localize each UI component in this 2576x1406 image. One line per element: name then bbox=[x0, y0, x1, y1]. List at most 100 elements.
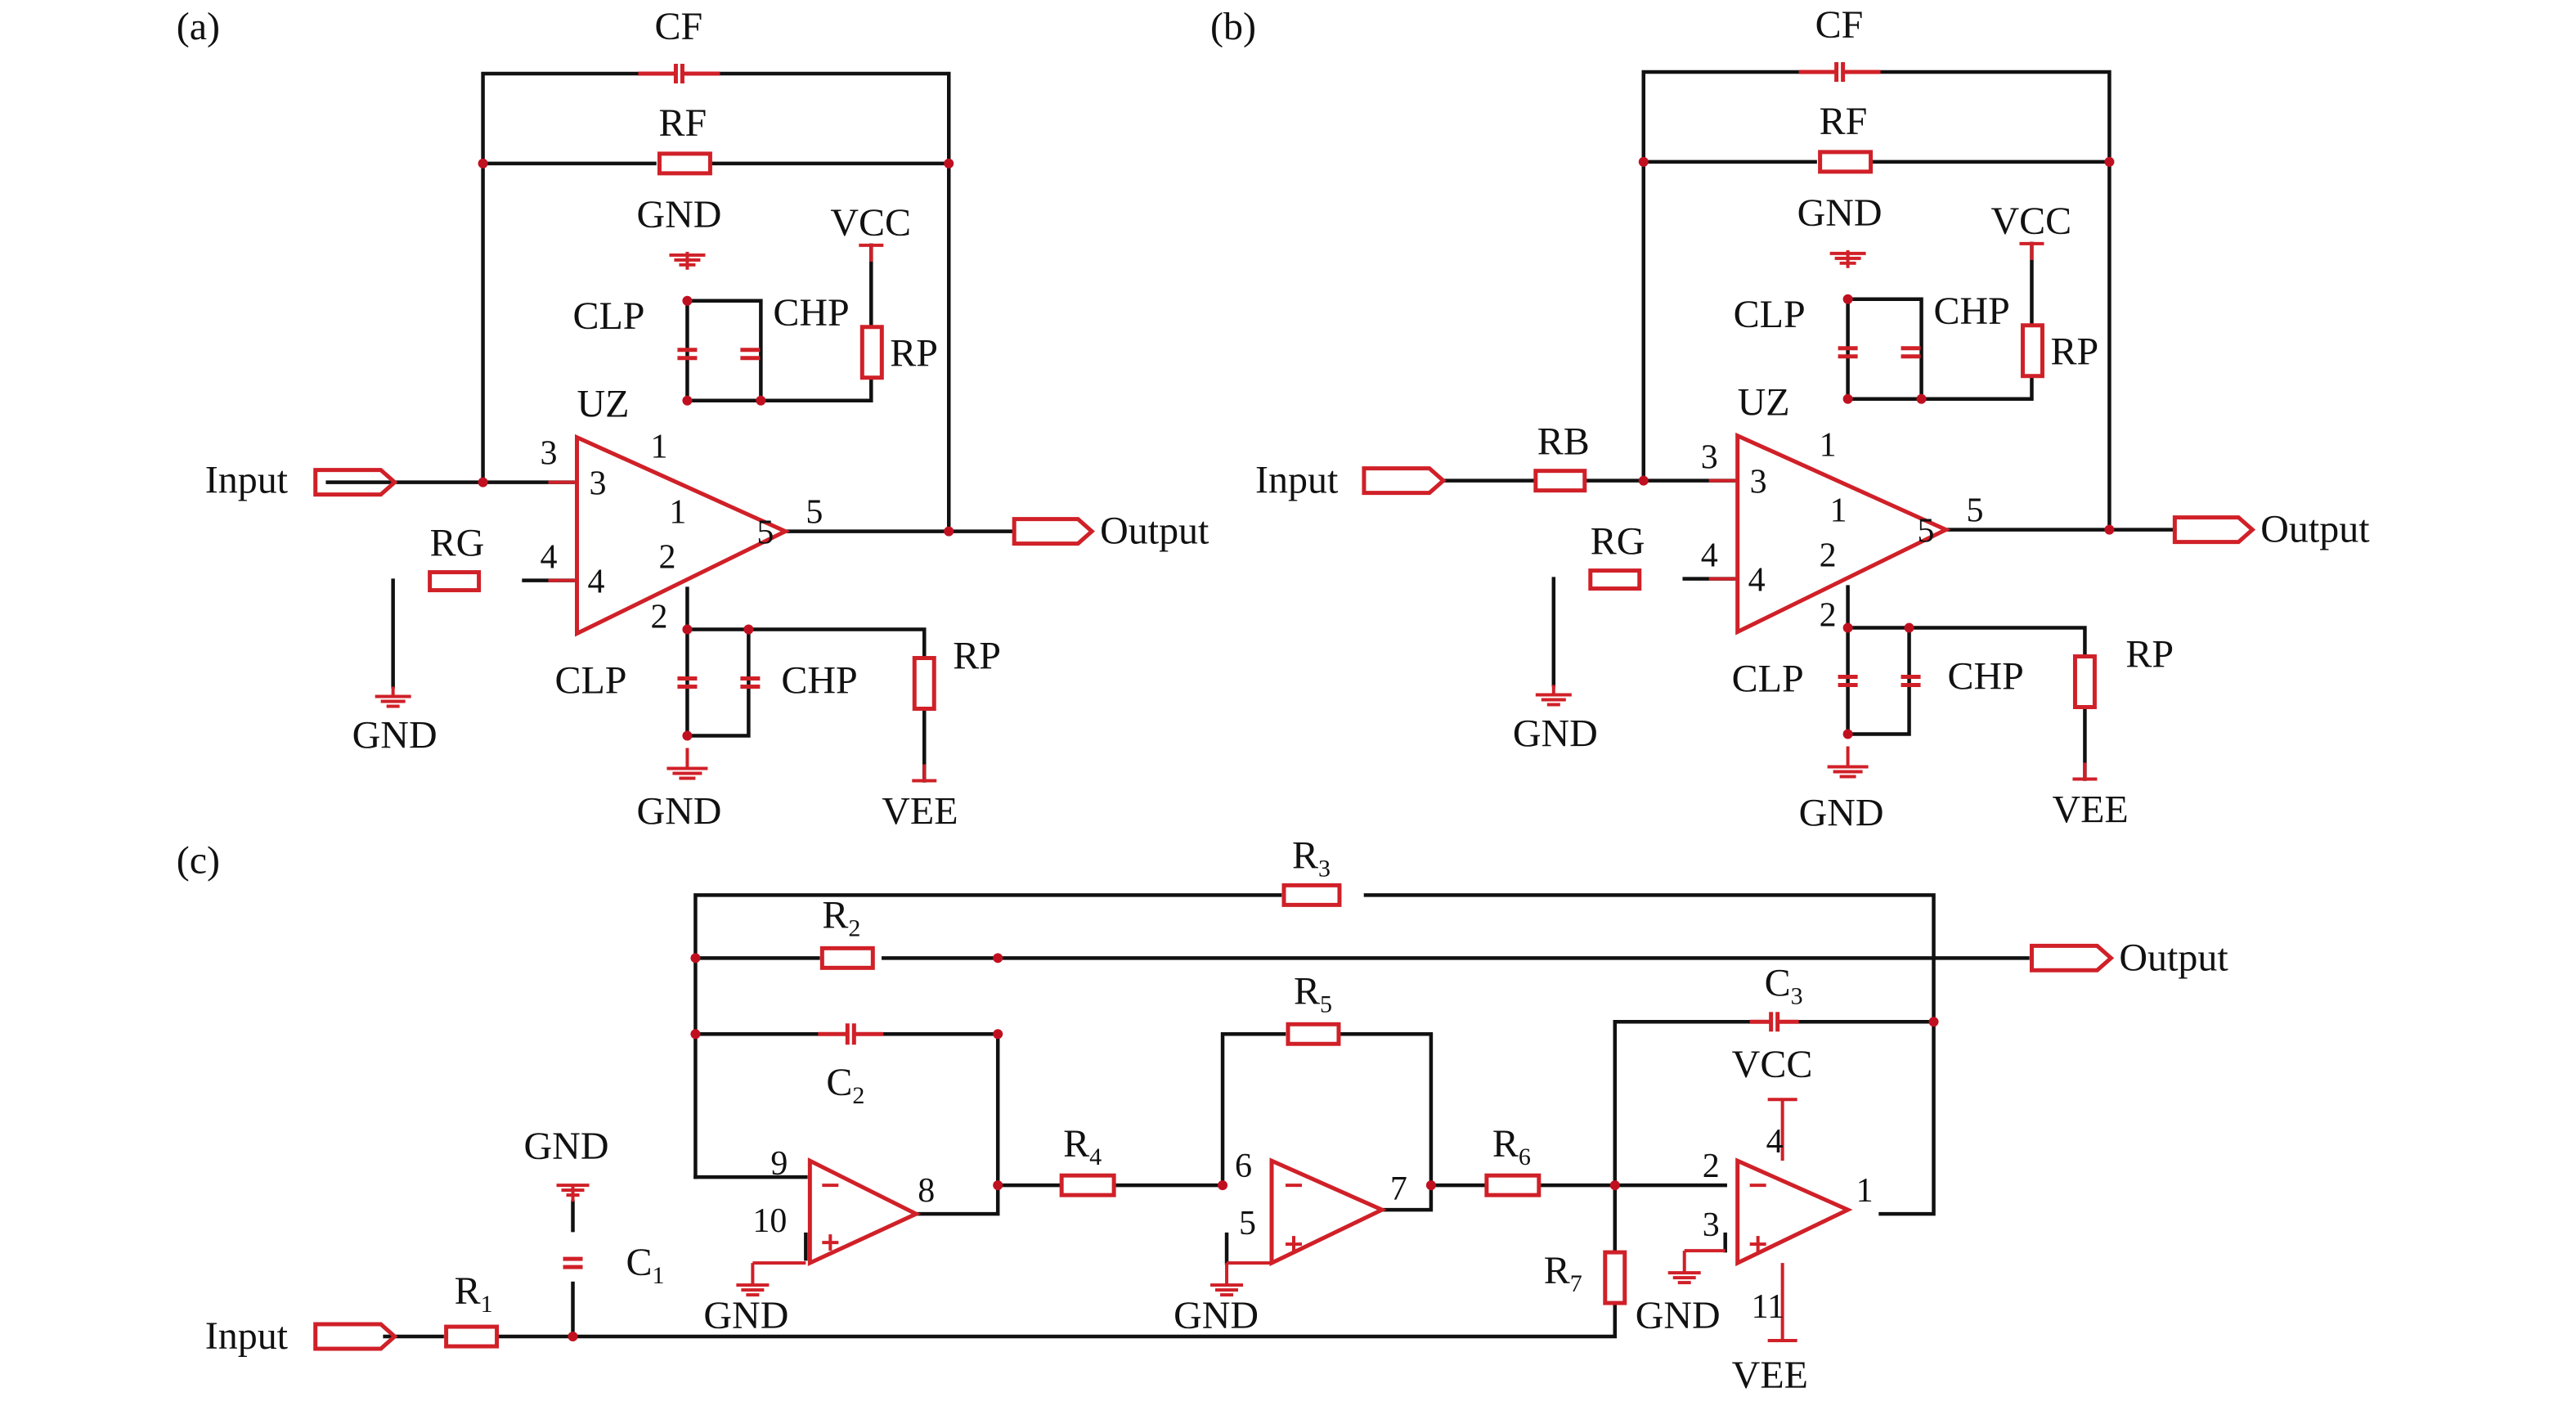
c-output-label: Output bbox=[2119, 936, 2228, 979]
c-r4-resistor bbox=[1059, 1173, 1116, 1197]
c-r1-label: R1 bbox=[455, 1269, 493, 1318]
b-rb-label: RB bbox=[1537, 420, 1590, 464]
a-chp-top-label: CHP bbox=[773, 291, 849, 335]
c-input-label: Input bbox=[205, 1314, 289, 1358]
c-gnd-symbol-u2 bbox=[1210, 1261, 1272, 1297]
b-pin1-outer: 1 bbox=[1820, 427, 1837, 465]
b-pin3-inner: 3 bbox=[1750, 464, 1767, 501]
c-junctions bbox=[568, 953, 1939, 1342]
panel-a: (a) bbox=[177, 5, 1209, 833]
a-output-port bbox=[1012, 517, 1095, 546]
a-pin5-inner: 5 bbox=[756, 514, 774, 552]
a-clp-chp-bottom bbox=[677, 676, 761, 690]
b-gnd-symbol-bottom bbox=[1827, 746, 1869, 779]
c-pin10: 10 bbox=[752, 1202, 787, 1240]
b-chp-bottom-label: CHP bbox=[1948, 655, 2024, 699]
a-cf-capacitor bbox=[638, 63, 720, 83]
c-opamp-1 bbox=[807, 1157, 922, 1267]
c-r7-label: R7 bbox=[1544, 1249, 1582, 1297]
c-r2-label: R2 bbox=[822, 893, 860, 941]
c-gnd-symbol-c1 bbox=[556, 1184, 590, 1202]
b-pin4-inner: 4 bbox=[1748, 562, 1766, 600]
c-pin7: 7 bbox=[1390, 1170, 1407, 1208]
b-gnd-bottom-label: GND bbox=[1799, 791, 1884, 834]
c-c2-label: C2 bbox=[826, 1061, 864, 1109]
c-c1-capacitor bbox=[563, 1256, 583, 1269]
b-uz-label: UZ bbox=[1738, 381, 1790, 424]
a-gnd-bottom-label: GND bbox=[636, 789, 721, 833]
a-pin3-inner: 3 bbox=[589, 465, 606, 503]
panel-b: (b) CF RF GND VCC bbox=[1210, 3, 2370, 834]
a-rf-resistor bbox=[657, 151, 712, 176]
c-vee-label: VEE bbox=[1732, 1354, 1808, 1397]
a-rg-resistor bbox=[428, 570, 482, 593]
b-clp-bottom-label: CLP bbox=[1732, 658, 1804, 701]
c-r1-resistor bbox=[444, 1324, 500, 1349]
b-pin5-inner: 5 bbox=[1918, 513, 1935, 550]
b-gnd-symbol-rg bbox=[1535, 685, 1572, 707]
c-pin1: 1 bbox=[1856, 1172, 1874, 1210]
b-clp-chp-top bbox=[1838, 346, 1921, 359]
c-output-port bbox=[2029, 943, 2115, 973]
c-c2-capacitor bbox=[818, 1023, 884, 1045]
a-output-label: Output bbox=[1100, 510, 1209, 553]
b-cf-label: CF bbox=[1815, 3, 1864, 47]
c-gnd-u3-label: GND bbox=[1636, 1294, 1721, 1337]
a-vcc-symbol bbox=[859, 243, 884, 262]
b-vcc-label: VCC bbox=[1991, 200, 2072, 243]
a-pin3-outer: 3 bbox=[541, 435, 558, 473]
b-rg-resistor bbox=[1588, 568, 1642, 591]
b-pin2-outer: 2 bbox=[1820, 597, 1837, 635]
a-gnd-symbol-bottom bbox=[666, 748, 708, 780]
c-pin3: 3 bbox=[1703, 1206, 1720, 1244]
b-cf-capacitor bbox=[1798, 61, 1881, 82]
a-chp-bottom-label: CHP bbox=[781, 659, 857, 703]
c-vee-symbol bbox=[1767, 1263, 1797, 1343]
panel-b-tag: (b) bbox=[1210, 5, 1256, 48]
a-rp-bottom-label: RP bbox=[953, 635, 1001, 678]
c-c3-capacitor bbox=[1749, 1012, 1799, 1032]
a-junctions bbox=[478, 158, 954, 741]
c-pin4: 4 bbox=[1766, 1123, 1784, 1161]
a-opamp bbox=[575, 433, 791, 637]
a-pin5-outer: 5 bbox=[806, 494, 823, 532]
a-rg-label: RG bbox=[430, 522, 485, 565]
a-clp-bottom-label: CLP bbox=[555, 659, 627, 703]
c-r7-resistor bbox=[1603, 1250, 1627, 1305]
c-gnd-c1-label: GND bbox=[524, 1125, 609, 1168]
b-pin4-outer: 4 bbox=[1701, 537, 1718, 575]
c-opamp-2 bbox=[1269, 1157, 1387, 1267]
panel-a-tag: (a) bbox=[177, 5, 220, 48]
c-vcc-symbol bbox=[1767, 1098, 1797, 1161]
panel-c: (c) bbox=[177, 833, 2229, 1397]
a-input-label: Input bbox=[205, 459, 289, 502]
c-vcc-label: VCC bbox=[1732, 1043, 1813, 1086]
b-pin2-inner: 2 bbox=[1820, 537, 1837, 575]
b-gnd-top-label: GND bbox=[1797, 191, 1883, 235]
b-junctions bbox=[1638, 156, 2115, 739]
b-vcc-symbol bbox=[2019, 241, 2044, 260]
a-rf-label: RF bbox=[658, 101, 707, 145]
c-r4-label: R4 bbox=[1063, 1122, 1102, 1170]
b-output-port bbox=[2172, 515, 2256, 545]
a-clp-chp-top bbox=[677, 348, 761, 361]
b-pin1-inner: 1 bbox=[1830, 492, 1847, 530]
a-rp-top-resistor bbox=[859, 325, 884, 380]
panel-c-tag: (c) bbox=[177, 838, 220, 882]
c-pin11: 11 bbox=[1752, 1288, 1784, 1326]
a-pin1-outer: 1 bbox=[650, 429, 667, 466]
c-c1-label: C1 bbox=[626, 1241, 664, 1289]
b-clp-chp-bottom bbox=[1838, 675, 1921, 688]
b-rp-bottom-label: RP bbox=[2125, 633, 2174, 676]
c-r6-resistor bbox=[1484, 1173, 1542, 1197]
a-rp-top-label: RP bbox=[890, 332, 938, 375]
b-chp-top-label: CHP bbox=[1934, 290, 2010, 333]
a-cf-label: CF bbox=[654, 5, 702, 48]
a-pin2-outer: 2 bbox=[650, 599, 667, 636]
c-input-port bbox=[313, 1322, 398, 1351]
c-r6-label: R6 bbox=[1492, 1122, 1531, 1170]
b-pin5-outer: 5 bbox=[1967, 492, 1984, 530]
a-input-port bbox=[313, 468, 398, 497]
b-rg-label: RG bbox=[1591, 520, 1645, 564]
c-gnd-symbol-u3 bbox=[1667, 1249, 1726, 1285]
